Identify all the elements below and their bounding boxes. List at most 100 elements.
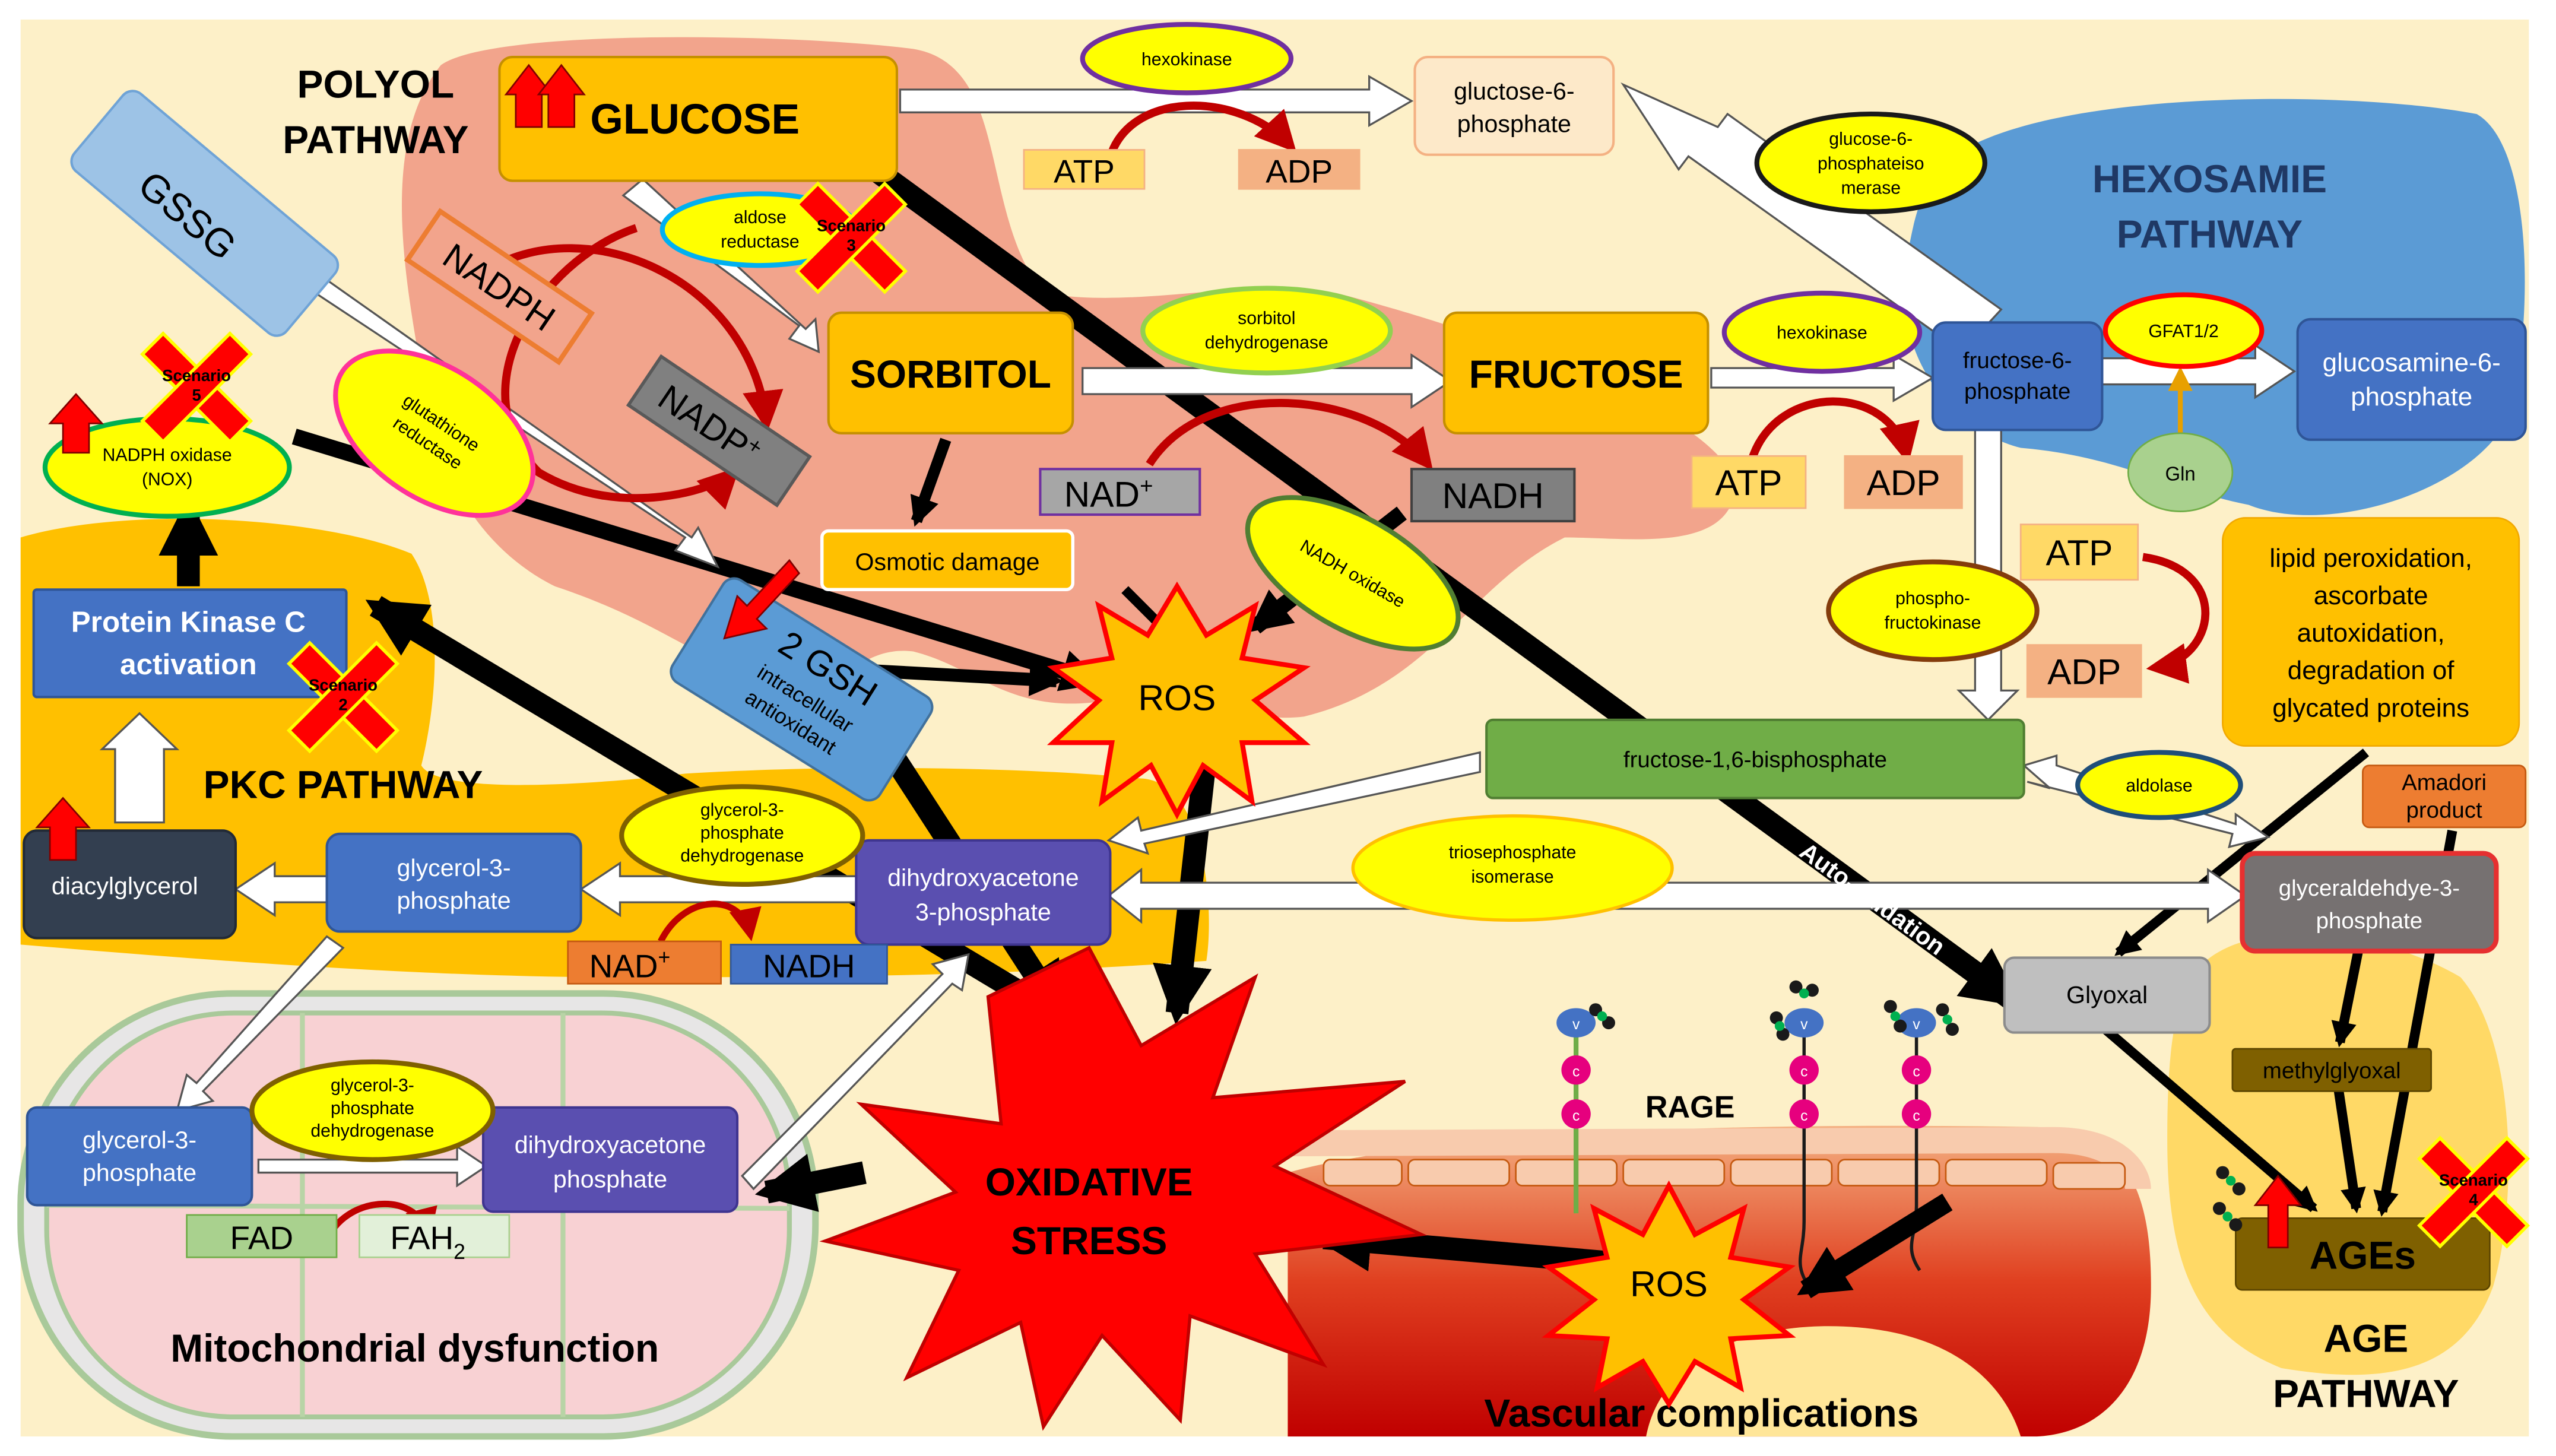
ros-burst-1: ROS <box>1046 581 1311 820</box>
receptor-c-label: c <box>1572 1108 1580 1124</box>
pkc-title: PKC PATHWAY <box>204 762 483 806</box>
rage-receptor: v c c <box>1556 1003 1615 1214</box>
gap-node: glyceraldehdye-3-phosphate <box>2240 851 2499 954</box>
increase-arrow-icon <box>504 64 586 128</box>
nox-label: NADPH oxidase(NOX) <box>103 446 232 490</box>
g6p-node: gluctose-6-phosphate <box>1413 55 1615 156</box>
cofactor-label: ADP <box>2047 651 2121 691</box>
g3p-node: glycerol-3-phosphate <box>325 832 582 933</box>
cofactor-label: ATP <box>2046 532 2113 573</box>
cofactor-label: ADP <box>1867 462 1940 503</box>
glyoxal-node: Glyoxal <box>2003 956 2211 1034</box>
cofactor-label: FAD <box>230 1220 293 1257</box>
cofactor-fad: FAD <box>186 1214 338 1258</box>
g6p-label: gluctose-6-phosphate <box>1454 77 1575 137</box>
receptor-c-label: c <box>1913 1064 1920 1080</box>
cofactor-label: ATP <box>1054 153 1115 189</box>
cofactor-atp-2: ATP <box>1691 455 1807 509</box>
glucosamine-node: glucosamine-6-phosphate <box>2296 318 2527 441</box>
rage-receptor: v c c <box>1769 980 1824 1288</box>
increase-arrow-icon <box>2253 1174 2303 1249</box>
glucose-node: GLUCOSE <box>498 55 898 182</box>
vascular-title: Vascular complications <box>1484 1391 1918 1435</box>
f16bp-label: fructose-1,6-bisphosphate <box>1623 747 1887 772</box>
enzyme-aldolase: aldolase <box>2075 750 2243 820</box>
gln-node: Gln <box>2127 432 2234 512</box>
cofactor-label: NAD+ <box>589 945 671 984</box>
cofactor-fah2: FAH2 <box>359 1214 510 1264</box>
receptor-c-label: c <box>1913 1108 1920 1124</box>
f6p-label: fructose-6-phosphate <box>1963 348 2072 404</box>
mito-g3p-node: glycerol-3-phosphate <box>26 1106 253 1207</box>
methylglyoxal-node: methylglyoxal <box>2231 1048 2433 1092</box>
enzyme-gfat: GFAT1/2 <box>2102 292 2265 369</box>
cofactor-adp-2: ADP <box>1844 455 1963 509</box>
glucosamine-label: glucosamine-6-phosphate <box>2323 348 2501 412</box>
osmotic-node: Osmotic damage <box>820 529 1075 592</box>
increase-arrow-icon <box>48 392 104 454</box>
cofactor-label: ADP <box>1266 153 1333 189</box>
receptor-v-label: v <box>1572 1017 1580 1033</box>
enzyme-label: GFAT1/2 <box>2148 322 2219 341</box>
dag-label: diacylglycerol <box>52 872 198 899</box>
increase-arrow-icon <box>35 797 91 861</box>
receptor-v-label: v <box>1800 1017 1808 1033</box>
enzyme-label: hexokinase <box>1777 323 1867 343</box>
mito-title: Mitochondrial dysfunction <box>170 1326 659 1370</box>
cofactor-nadh-2: NADH <box>730 944 888 985</box>
ages-node: AGEs <box>2212 1166 2491 1291</box>
sorbitol-node: SORBITOL <box>827 311 1074 434</box>
decrease-arrow-icon <box>723 559 801 640</box>
f16bp-node: fructose-1,6-bisphosphate <box>1485 718 2025 800</box>
gap-label: glyceraldehdye-3-phosphate <box>2279 875 2460 934</box>
enzyme-label: aldolase <box>2126 776 2192 796</box>
enzyme-hexokinase-2: hexokinase <box>1721 290 1923 374</box>
enzyme-glutathione-reductase: glutathionereductase <box>333 348 536 518</box>
gln-label: Gln <box>2165 462 2195 484</box>
cofactor-nad-2: NAD+ <box>567 940 722 985</box>
ros-label: ROS <box>1630 1264 1708 1304</box>
mito-g3p-label: glycerol-3-phosphate <box>83 1126 196 1186</box>
fructose-node: FRUCTOSE <box>1442 311 1710 434</box>
dag-node: diacylglycerol <box>23 797 237 940</box>
fructose-label: FRUCTOSE <box>1469 352 1683 396</box>
rage-label: RAGE <box>1645 1090 1735 1124</box>
glucose-label: GLUCOSE <box>590 96 800 143</box>
nox-node: NADPH oxidase(NOX) <box>42 392 292 519</box>
ages-label: AGEs <box>2310 1233 2416 1277</box>
age-molecule-icon <box>2212 1166 2246 1232</box>
sorbitol-label: SORBITOL <box>850 352 1051 396</box>
cofactor-label: FAH2 <box>390 1220 465 1264</box>
cofactor-nad-1: NAD+ <box>1039 468 1201 516</box>
methylglyoxal-label: methylglyoxal <box>2263 1058 2401 1083</box>
rage-receptor: v c c <box>1883 1000 1959 1271</box>
ros-label: ROS <box>1138 677 1216 718</box>
cofactor-nadh-1: NADH <box>1410 468 1576 523</box>
receptor-c-label: c <box>1572 1064 1580 1080</box>
cofactor-label: NAD+ <box>1064 473 1153 514</box>
